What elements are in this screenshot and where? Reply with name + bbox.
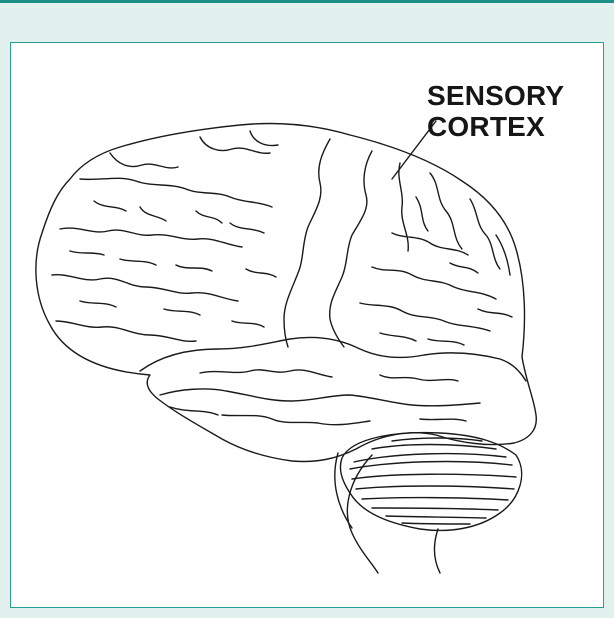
cerebellum-outline bbox=[340, 433, 521, 531]
label-line-1: SENSORY bbox=[427, 80, 564, 111]
brainstem-front bbox=[335, 453, 352, 528]
central-sulcus bbox=[284, 139, 330, 347]
brainstem bbox=[347, 455, 440, 573]
lateral-fissure bbox=[140, 337, 526, 381]
label-line-2: CORTEX bbox=[427, 111, 564, 142]
postcentral-sulcus bbox=[330, 151, 372, 347]
temporal-gyri bbox=[160, 370, 480, 425]
parietal-gyri bbox=[360, 163, 512, 345]
cerebellum-folia bbox=[350, 438, 516, 524]
cerebrum-outline bbox=[36, 123, 536, 461]
sensory-cortex-label: SENSORY CORTEX bbox=[427, 80, 564, 142]
